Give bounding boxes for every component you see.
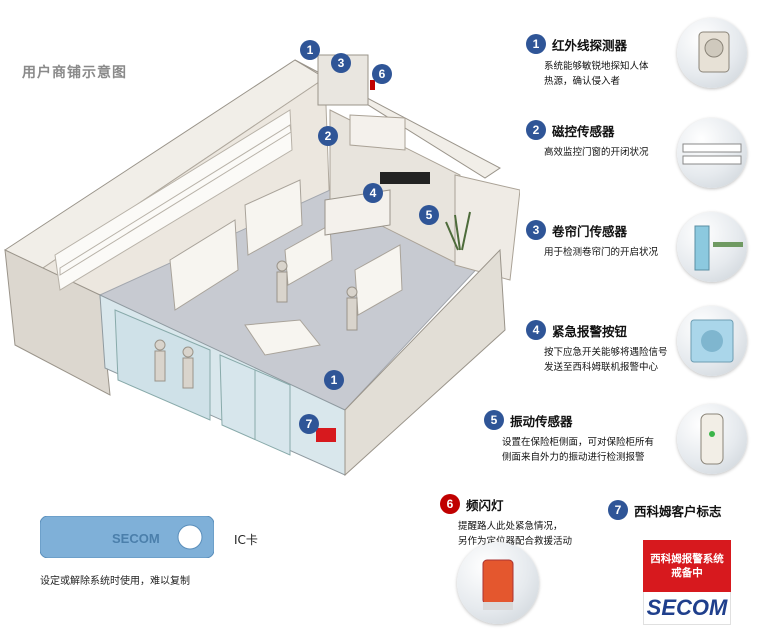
ic-card-image: SECOM <box>40 516 214 558</box>
device-name: 磁控传感器 <box>552 123 615 139</box>
map-marker-5: 5 <box>419 205 439 225</box>
device-desc: 另作为定位器配合救援活动 <box>458 536 573 547</box>
map-marker-6: 6 <box>372 64 392 84</box>
ic-card-text: SECOM <box>112 531 160 546</box>
device-infrared: 1 红外线探测器 系统能够敏锐地探知人体热源，确认侵入者 <box>526 34 649 89</box>
vibration-sensor-image <box>677 404 747 474</box>
shutter-sensor-image <box>677 212 747 282</box>
ic-card-label: IC卡 <box>234 533 258 547</box>
panic-button-image <box>677 306 747 376</box>
device-number: 5 <box>484 410 504 430</box>
device-number: 3 <box>526 220 546 240</box>
device-vibration: 5 振动传感器 设置在保险柜侧面，可对保险柜所有侧面来自外力的振动进行检测报警 <box>484 410 654 465</box>
device-shutter: 3 卷帘门传感器 用于检测卷帘门的开启状况 <box>526 220 658 260</box>
device-name: 卷帘门传感器 <box>552 223 628 239</box>
device-number: 2 <box>526 120 546 140</box>
magnetic-sensor-image <box>677 118 747 188</box>
device-magnetic: 2 磁控传感器 高效监控门窗的开闭状况 <box>526 120 649 160</box>
device-desc: 按下应急开关能够将遇险信号 <box>544 347 668 358</box>
device-strobe: 6 频闪灯 提醒路人此处紧急情况， 另作为定位器配合救援活动 <box>440 494 572 549</box>
device-desc: 侧面来自外力的振动进行检测报警 <box>502 452 645 463</box>
infrared-sensor-image <box>677 18 747 88</box>
device-customer-sign: 7 西科姆客户标志 <box>608 500 722 520</box>
page-title: 用户商铺示意图 <box>22 65 127 81</box>
store-floor-plan <box>4 54 520 477</box>
device-desc: 提醒路人此处紧急情况， <box>458 521 563 532</box>
secom-sign: 西科姆报警系统 戒备中 SECOM <box>643 540 731 625</box>
device-desc: 设置在保险柜侧面，可对保险柜所有 <box>502 437 655 448</box>
strobe-light-image <box>457 542 539 624</box>
device-desc: 系统能够敏锐地探知人体 <box>544 61 649 72</box>
sign-line1: 西科姆报警系统 <box>650 553 724 565</box>
device-name: 西科姆客户标志 <box>634 503 722 519</box>
device-name: 振动传感器 <box>510 413 573 429</box>
device-desc: 用于检测卷帘门的开启状况 <box>544 247 659 258</box>
device-name: 红外线探测器 <box>552 37 628 53</box>
secom-logo: SECOM <box>643 592 731 625</box>
device-number: 4 <box>526 320 546 340</box>
device-desc: 发送至西科姆联机报警中心 <box>544 362 659 373</box>
device-panic-button: 4 紧急报警按钮 按下应急开关能够将遇险信号发送至西科姆联机报警中心 <box>526 320 668 375</box>
map-marker-1: 1 <box>300 40 320 60</box>
device-number: 1 <box>526 34 546 54</box>
device-name: 紧急报警按钮 <box>552 323 628 339</box>
device-number: 7 <box>608 500 628 520</box>
map-marker-7: 7 <box>299 414 319 434</box>
device-desc: 热源，确认侵入者 <box>544 76 621 87</box>
ic-card-desc: 设定或解除系统时使用，难以复制 <box>40 576 190 587</box>
device-name: 频闪灯 <box>466 497 504 513</box>
map-marker-2: 2 <box>318 126 338 146</box>
map-marker-4: 4 <box>363 183 383 203</box>
device-number: 6 <box>440 494 460 514</box>
sign-line2: 戒备中 <box>671 567 703 579</box>
device-desc: 高效监控门窗的开闭状况 <box>544 147 649 158</box>
map-marker-3: 3 <box>331 53 351 73</box>
map-marker-1b: 1 <box>324 370 344 390</box>
